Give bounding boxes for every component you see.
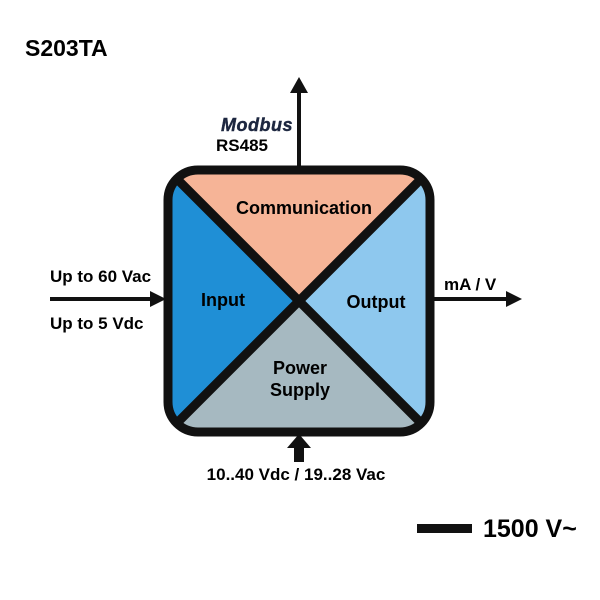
input-label: Input [201,290,245,310]
isolation-voltage: 1500 V~ [483,515,577,543]
modbus-logo: Modbus [221,115,293,135]
supply-label: Supply [270,380,330,400]
module-outline [163,165,435,437]
rs485-label: RS485 [216,136,268,155]
power-supply-section [168,301,430,432]
input-section [168,170,299,432]
divider-line [168,170,430,432]
module-body [163,165,435,437]
input-ac-range: Up to 60 Vac [50,267,151,286]
power-label: Power [273,358,327,378]
input-dc-range: Up to 5 Vdc [50,314,144,333]
output-label: Output [347,292,406,312]
input-arrow [50,291,166,307]
communication-label: Communication [236,198,372,218]
output-arrow [434,291,522,307]
power-supply-arrow [287,434,311,462]
communication-section [168,170,430,301]
output-signal-label: mA / V [444,275,497,294]
communication-arrow [290,77,308,166]
power-rating-label: 10..40 Vdc / 19..28 Vac [207,465,386,484]
product-title: S203TA [25,35,108,61]
isolation-bar-icon [417,524,472,533]
output-section [299,170,430,432]
